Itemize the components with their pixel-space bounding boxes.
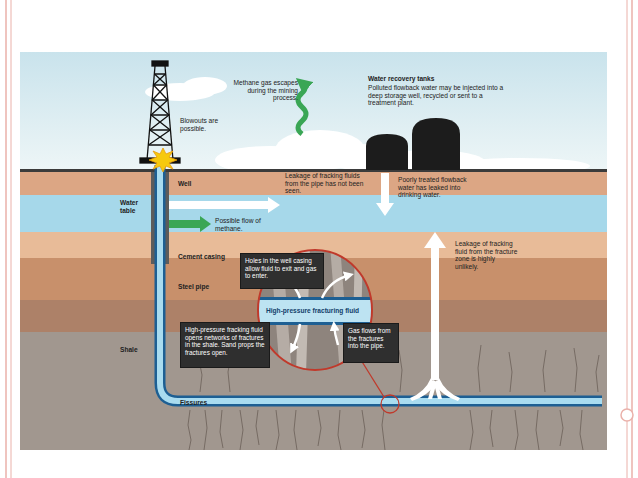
callout-text: Leakage of fracking fluids from the pipe… [285, 172, 367, 195]
callout-box: High-pressure fracking fluid opens netwo… [180, 322, 270, 368]
flowback-arrow [376, 173, 394, 216]
part-label: Well [178, 180, 191, 188]
callout-text: Blowouts are possible. [180, 117, 230, 132]
methane-arrow [298, 83, 306, 134]
leak-arrow [169, 197, 280, 213]
sky [20, 52, 607, 172]
drilling-rig [140, 61, 180, 163]
callout-text: Methane gas escapes during the mining pr… [226, 79, 298, 102]
callout-text: Gas flows from the fractures into the pi… [348, 327, 394, 350]
methane-flow-arrow [169, 216, 211, 232]
slide-frame [6, 0, 633, 478]
blowout-burst [149, 148, 177, 172]
steel-pipe-outline [160, 165, 602, 401]
part-label: Fissures [180, 399, 207, 407]
callout-box: Holes in the well casing allow fluid to … [240, 253, 324, 289]
steel-pipe [160, 165, 602, 401]
part-label: Cement casing [178, 253, 225, 261]
layer-label: Water table [120, 199, 150, 214]
pipe-label: High-pressure fracturing fluid [266, 307, 359, 315]
callout-text: Polluted flowback water may be injected … [368, 84, 508, 107]
callout-heading: Water recovery tanks [368, 75, 434, 83]
callout-text: Leakage of fracking fluid from the fract… [455, 240, 519, 270]
layer-label: Shale [120, 346, 138, 354]
part-label: Steel pipe [178, 283, 209, 291]
callout-box: Gas flows from the fractures into the pi… [343, 323, 399, 363]
ground-layers [20, 169, 607, 450]
callout-text: Holes in the well casing allow fluid to … [245, 257, 319, 280]
callout-text: Poorly treated flowback water has leaked… [398, 176, 484, 199]
fracture-zone-arrow [410, 232, 460, 401]
zoom-spot [381, 395, 399, 413]
water-recovery-tanks [366, 118, 460, 170]
callout-text: Possible flow of methane. [215, 217, 275, 232]
clouds [145, 77, 590, 174]
callout-text: High-pressure fracking fluid opens netwo… [185, 326, 265, 356]
